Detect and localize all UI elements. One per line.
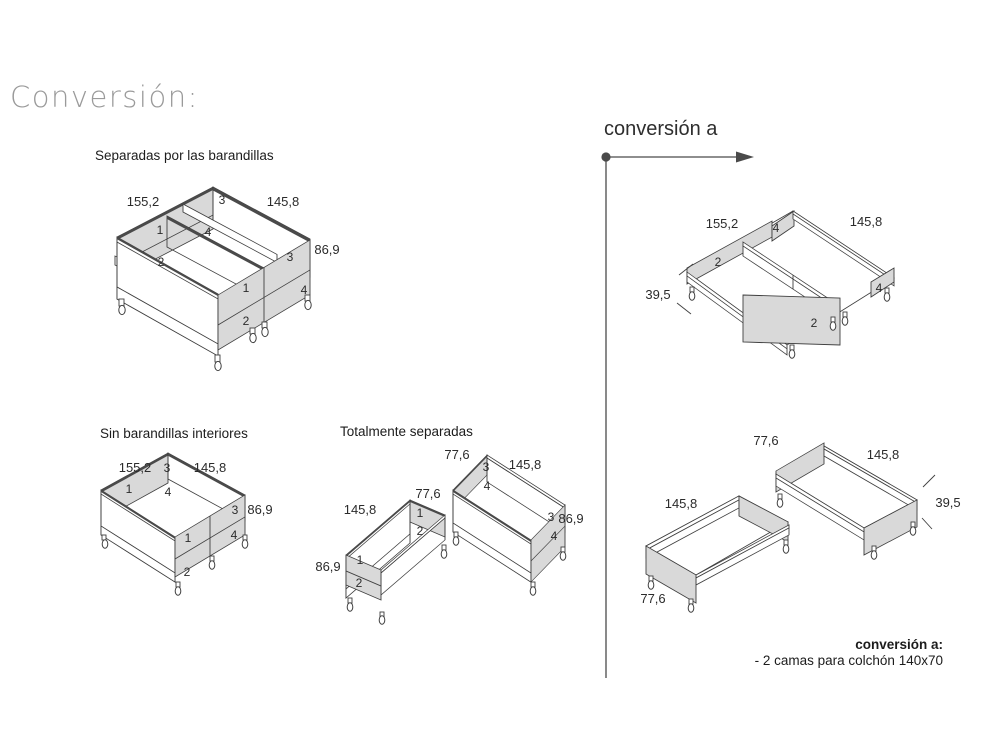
part-1-label: 1 bbox=[185, 531, 192, 545]
front-panel-2 bbox=[742, 294, 841, 346]
conversion-axis bbox=[601, 151, 754, 678]
arrow-head-icon bbox=[736, 151, 754, 163]
dim-tick bbox=[921, 517, 933, 530]
dim-tick bbox=[678, 263, 694, 276]
dim-height: 86,9 bbox=[314, 242, 339, 257]
dim-width: 77,6 bbox=[753, 433, 778, 448]
back-right-rail bbox=[792, 210, 895, 287]
dim-width: 77,6 bbox=[640, 591, 665, 606]
part-2-label: 2 bbox=[243, 314, 250, 328]
dim-depth: 145,8 bbox=[267, 194, 300, 209]
part-4-label: 4 bbox=[773, 221, 780, 235]
front-left-rail bbox=[116, 236, 219, 357]
dim-height: 86,9 bbox=[558, 511, 583, 526]
diagram4-double-bed: 155,2 145,8 4 2 39,5 4 2 bbox=[645, 210, 895, 359]
diagram1-double-crib: 155,2 3 145,8 1 4 86,9 2 3 1 4 2 bbox=[114, 186, 340, 372]
bed-left: 145,8 77,6 bbox=[640, 495, 790, 613]
footer-title: conversión a: bbox=[855, 637, 943, 652]
dim-length: 145,8 bbox=[509, 457, 542, 472]
back-rail-4 bbox=[771, 210, 795, 242]
crib-left: 145,8 77,6 1 2 86,9 1 2 bbox=[315, 486, 448, 625]
conversion-header: conversión a bbox=[604, 118, 718, 140]
diagram5-separated-beds: 77,6 145,8 39,5 145,8 77,6 bbox=[640, 433, 961, 613]
wheels bbox=[101, 534, 249, 596]
dim-width: 77,6 bbox=[444, 447, 469, 462]
diagram2-crib-open: 155,2 3 145,8 1 4 86,9 3 1 4 2 bbox=[100, 452, 273, 596]
part-2-label: 2 bbox=[811, 316, 818, 330]
dim-depth: 145,8 bbox=[194, 460, 227, 475]
part-2-label: 2 bbox=[184, 565, 191, 579]
dim-height: 86,9 bbox=[315, 559, 340, 574]
part-2-label: 2 bbox=[715, 255, 722, 269]
part-2-label: 2 bbox=[417, 524, 424, 538]
part-4-label: 4 bbox=[231, 528, 238, 542]
part-3-label: 3 bbox=[483, 460, 490, 474]
part-2-label: 2 bbox=[158, 255, 165, 269]
wheels bbox=[688, 286, 891, 359]
dim-width: 155,2 bbox=[119, 460, 152, 475]
wheels bbox=[118, 294, 312, 372]
bed-right: 77,6 145,8 39,5 bbox=[753, 433, 961, 560]
dim-length: 145,8 bbox=[867, 447, 900, 462]
part-1-label: 1 bbox=[417, 506, 424, 520]
dim-tick bbox=[676, 302, 692, 315]
page-title: Conversión: bbox=[10, 80, 199, 114]
footer-detail: - 2 camas para colchón 140x70 bbox=[754, 653, 943, 668]
dim-height: 39,5 bbox=[935, 495, 960, 510]
part-1-label: 1 bbox=[126, 482, 133, 496]
dim-width: 77,6 bbox=[415, 486, 440, 501]
part-1-label: 1 bbox=[157, 223, 164, 237]
dim-height: 39,5 bbox=[645, 287, 670, 302]
diagram3-separated-cribs: 145,8 77,6 1 2 86,9 1 2 bbox=[315, 447, 584, 625]
dim-height: 86,9 bbox=[247, 502, 272, 517]
dim-width: 155,2 bbox=[127, 194, 160, 209]
part-4-label: 4 bbox=[551, 529, 558, 543]
part-4-label: 4 bbox=[301, 283, 308, 297]
part-3-label: 3 bbox=[164, 461, 171, 475]
diagram1-caption: Separadas por las barandillas bbox=[95, 148, 274, 163]
footer-note: conversión a: - 2 camas para colchón 140… bbox=[700, 637, 943, 669]
part-4-label: 4 bbox=[205, 225, 212, 239]
part-4-label: 4 bbox=[484, 479, 491, 493]
dim-width: 155,2 bbox=[706, 216, 739, 231]
dim-length: 145,8 bbox=[665, 496, 698, 511]
mattress-right bbox=[182, 203, 278, 264]
part-3-label: 3 bbox=[287, 250, 294, 264]
part-3-label: 3 bbox=[219, 193, 226, 207]
part-1-label: 1 bbox=[357, 553, 364, 567]
part-3-label: 3 bbox=[548, 510, 555, 524]
part-3-label: 3 bbox=[232, 503, 239, 517]
dim-depth: 145,8 bbox=[850, 214, 883, 229]
diagram3-caption: Totalmente separadas bbox=[340, 424, 473, 439]
axis-origin-dot bbox=[601, 152, 611, 162]
crib-right: 77,6 145,8 3 4 3 86,9 4 bbox=[444, 447, 584, 596]
dim-tick bbox=[922, 474, 936, 488]
front-left-rail bbox=[100, 489, 176, 583]
dim-length: 145,8 bbox=[344, 502, 377, 517]
part-4-label: 4 bbox=[165, 485, 172, 499]
part-4-label: 4 bbox=[876, 281, 883, 295]
part-2-label: 2 bbox=[356, 576, 363, 590]
diagram2-caption: Sin barandillas interiores bbox=[100, 426, 248, 441]
part-1-label: 1 bbox=[243, 281, 250, 295]
right-panel-4 bbox=[870, 267, 895, 298]
